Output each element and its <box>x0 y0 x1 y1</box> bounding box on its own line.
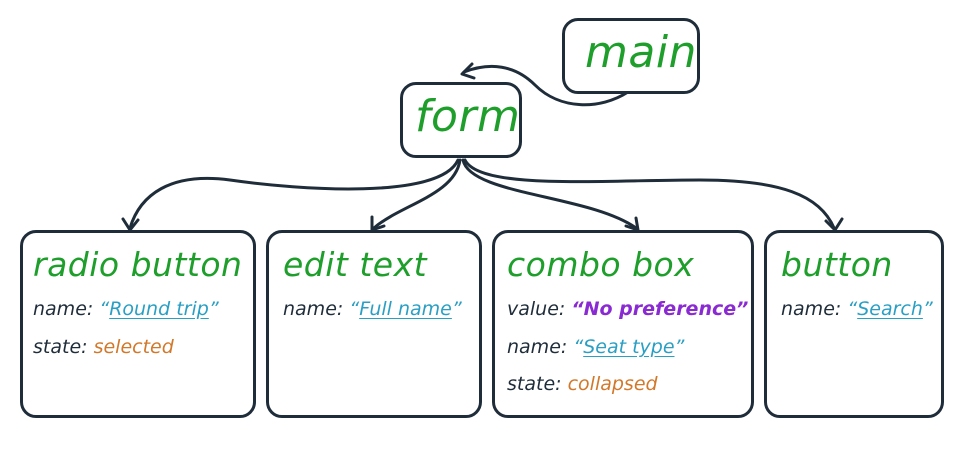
prop-value-state: collapsed <box>567 373 658 395</box>
prop-key: name: <box>507 336 568 358</box>
prop-key: state: <box>33 336 88 358</box>
radio-button-name-prop: name: “Round trip” <box>33 298 219 320</box>
radio-button-node: radio button name: “Round trip” state: s… <box>20 230 256 418</box>
edge-form-to-combo-box <box>461 158 638 230</box>
form-node-label: form <box>415 91 521 142</box>
button-title: button <box>781 245 893 284</box>
combo-box-name-prop: name: “Seat type” <box>507 336 685 358</box>
prop-value-link: Full name <box>359 298 452 320</box>
arrowhead-form <box>460 62 476 80</box>
radio-button-state-prop: state: selected <box>33 336 174 358</box>
prop-key: name: <box>33 298 94 320</box>
edge-main-to-form <box>462 64 630 107</box>
prop-key: value: <box>507 298 566 320</box>
edge-form-to-edit-text <box>372 158 462 230</box>
edge-form-to-radio-button <box>128 158 460 230</box>
edit-text-name-prop: name: “Full name” <box>283 298 462 320</box>
prop-key: name: <box>283 298 344 320</box>
edit-text-title: edit text <box>283 245 428 284</box>
main-node: main <box>562 18 700 94</box>
form-node: form <box>400 82 522 158</box>
combo-box-title: combo box <box>507 245 695 284</box>
prop-value-link: Round trip <box>109 298 209 320</box>
edge-form-to-button <box>463 158 836 230</box>
combo-box-state-prop: state: collapsed <box>507 373 658 395</box>
prop-value-state: selected <box>93 336 174 358</box>
combo-box-value-prop: value: “No preference” <box>507 298 749 320</box>
edit-text-node: edit text name: “Full name” <box>266 230 482 418</box>
button-name-prop: name: “Search” <box>781 298 933 320</box>
button-node: button name: “Search” <box>764 230 944 418</box>
prop-key: name: <box>781 298 842 320</box>
radio-button-title: radio button <box>33 245 243 284</box>
main-node-label: main <box>585 27 697 78</box>
prop-value-bold: No preference <box>583 298 737 320</box>
prop-value-link: Seat type <box>583 336 675 358</box>
combo-box-node: combo box value: “No preference” name: “… <box>492 230 754 418</box>
prop-value-link: Search <box>857 298 923 320</box>
prop-key: state: <box>507 373 562 395</box>
